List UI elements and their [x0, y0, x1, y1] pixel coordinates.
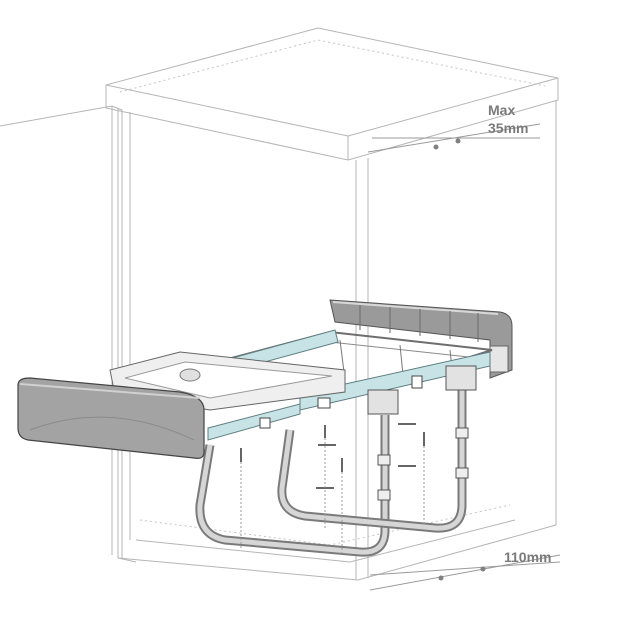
cabinet-top-edge	[105, 78, 559, 161]
frame-clamp	[377, 454, 391, 466]
dimension-point	[480, 566, 486, 572]
frame-clamp	[377, 489, 391, 501]
cabinet-left-panel-front	[117, 108, 137, 563]
bottom-offset-label: 110mm	[504, 549, 551, 565]
support-frames	[195, 365, 477, 557]
dimension-110mm: 110mm	[369, 549, 561, 591]
cabinet-bottom-front	[117, 524, 557, 581]
max-label: Max	[488, 102, 515, 118]
dimension-line-top-diagonal	[367, 123, 541, 153]
cabinet-door	[0, 105, 123, 558]
screw-guide-lines	[240, 438, 425, 555]
rear-support-frame-highlight	[279, 380, 465, 531]
clearance-value-label: 35mm	[488, 120, 528, 136]
rail-clip	[317, 397, 331, 409]
front-panel-curve	[29, 416, 195, 441]
rail-clip	[259, 417, 271, 429]
cabinet-bottom-inner	[135, 519, 516, 563]
lid-hinge	[179, 368, 201, 382]
fixing-screws	[240, 423, 425, 555]
dimension-line-bottom-diagonal	[369, 554, 561, 591]
rear-panel-highlight	[332, 301, 499, 315]
dimension-line-bottom	[369, 561, 561, 576]
cabinet-top-inner-dashed	[119, 39, 546, 93]
door-top-edge	[0, 105, 123, 127]
dimension-point	[438, 575, 444, 581]
front-panel	[17, 377, 205, 459]
front-lid	[17, 351, 346, 459]
dimension-point	[433, 144, 439, 150]
rail-clip	[411, 375, 423, 389]
rear-bracket	[489, 345, 509, 373]
front-support-frame-highlight	[197, 415, 388, 555]
dimension-max-35mm: Max 35mm	[367, 102, 541, 153]
frame-clamp	[455, 467, 469, 479]
dimension-point	[455, 138, 461, 144]
front-panel-top-highlight	[19, 383, 201, 399]
rear-panel	[329, 299, 513, 379]
right-slide-rail	[299, 351, 491, 411]
left-slide-rail	[207, 403, 301, 441]
frame-clamp	[455, 427, 469, 439]
rear-mounting-plate	[445, 365, 477, 391]
screw-group	[240, 423, 425, 489]
lid-tray-opening	[124, 361, 333, 399]
front-mounting-plate	[367, 389, 399, 415]
